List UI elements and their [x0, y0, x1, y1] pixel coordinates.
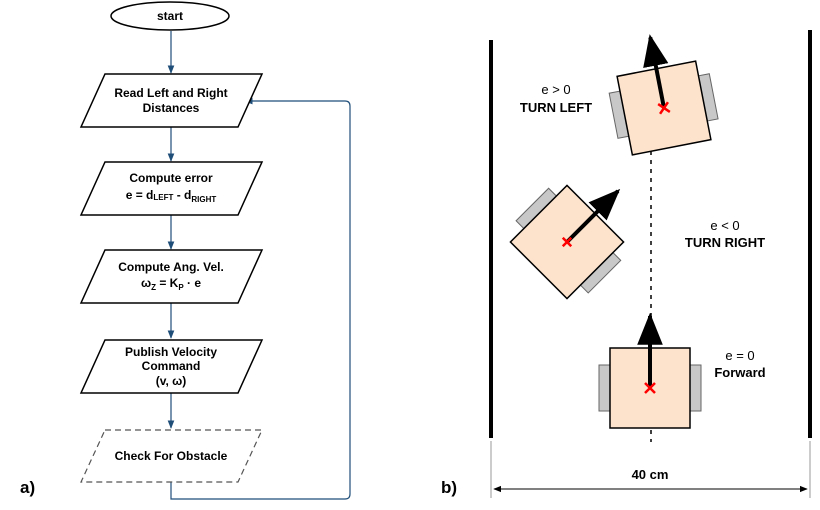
- angvel-eq-mid: = K: [156, 276, 179, 290]
- angvel-sub-p: P: [178, 283, 184, 292]
- publish-line-1: Publish Velocity: [125, 345, 217, 359]
- error-title: Compute error: [129, 171, 213, 185]
- angvel-title: Compute Ang. Vel.: [118, 260, 224, 274]
- flowchart: start Read Left and Right Distances Comp…: [20, 1, 351, 500]
- width-dimension: 40 cm: [490, 441, 811, 498]
- loop-back-connector: [170, 97, 351, 500]
- error-eq-pre: e = d: [126, 188, 154, 202]
- panel-b-label: b): [441, 478, 457, 497]
- angvel-equation: ωZ = KP · e: [141, 276, 201, 292]
- compute-error-step: Compute error e = dLEFT - dRIGHT: [79, 161, 264, 216]
- forward-condition: e = 0: [725, 348, 754, 363]
- forward-action: Forward: [714, 365, 765, 380]
- obstacle-label: Check For Obstacle: [115, 449, 228, 463]
- turn-right-action: TURN RIGHT: [685, 235, 765, 250]
- error-eq-mid: - d: [173, 188, 191, 202]
- robot-turn-left: [608, 34, 719, 156]
- publish-line-2: Command: [142, 359, 201, 373]
- error-sub-right: RIGHT: [191, 195, 216, 204]
- check-obstacle-step: Check For Obstacle: [80, 429, 263, 483]
- robot-forward: [598, 312, 702, 429]
- start-label: start: [157, 9, 183, 23]
- turn-left-action: TURN LEFT: [520, 100, 592, 115]
- robot-schematic: 40 cm e > 0 TURN LEFT e: [441, 30, 812, 498]
- read-line-1: Read Left and Right: [114, 86, 227, 100]
- flow-connectors: [167, 31, 351, 500]
- read-line-2: Distances: [143, 101, 200, 115]
- error-equation: e = dLEFT - dRIGHT: [126, 188, 217, 204]
- angvel-sub-z: Z: [151, 283, 156, 292]
- angvel-eq-end: · e: [184, 276, 202, 290]
- panel-a-label: a): [20, 478, 35, 497]
- read-distances-step: Read Left and Right Distances: [79, 73, 264, 128]
- angvel-omega: ω: [141, 276, 151, 290]
- start-terminal: start: [110, 1, 230, 31]
- turn-left-condition: e > 0: [541, 82, 570, 97]
- compute-angvel-step: Compute Ang. Vel. ωZ = KP · e: [79, 249, 264, 304]
- width-label: 40 cm: [632, 467, 669, 482]
- robot-turn-right: [509, 184, 625, 300]
- error-sub-left: LEFT: [153, 193, 173, 202]
- turn-right-condition: e < 0: [710, 218, 739, 233]
- publish-line-3: (v, ω): [156, 374, 187, 388]
- publish-velocity-step: Publish Velocity Command (v, ω): [79, 339, 264, 394]
